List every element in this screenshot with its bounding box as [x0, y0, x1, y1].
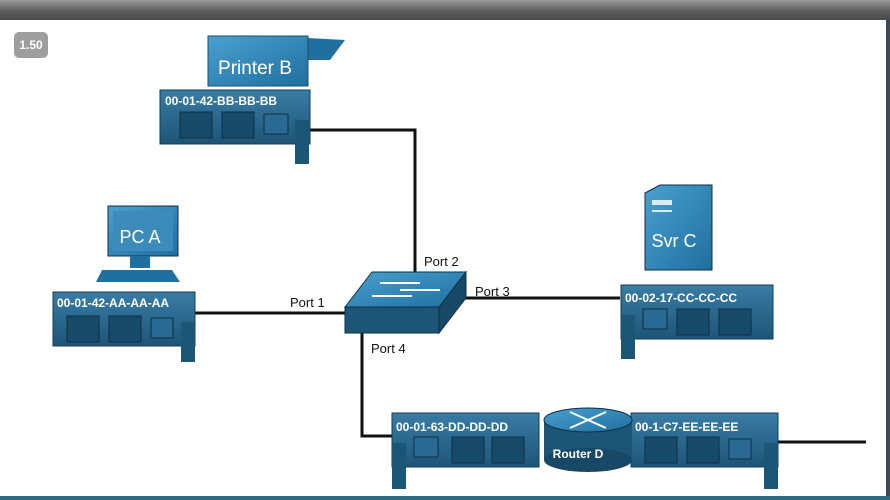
- router-mac-right: 00-1-C7-EE-EE-EE: [635, 420, 738, 434]
- printer-nic: 00-01-42-BB-BB-BB: [159, 89, 311, 164]
- printer-name: Printer B: [218, 58, 292, 79]
- cables: [195, 128, 866, 444]
- printer-b[interactable]: Printer B 00-01-42-BB-BB-BB: [159, 35, 345, 164]
- port-1-label: Port 1: [290, 295, 325, 310]
- pc-a[interactable]: PC A 00-01-42-AA-AA-AA: [52, 205, 196, 362]
- server-c[interactable]: Svr C 00-02-17-CC-CC-CC: [620, 184, 774, 359]
- router-icon: Router D: [543, 407, 633, 472]
- switch-arrows-icon: [372, 282, 440, 297]
- router-name: Router D: [553, 447, 604, 461]
- router-d[interactable]: 00-01-63-DD-DD-DD 00-1-C7-EE-EE-EE Route…: [391, 407, 779, 489]
- server-name: Svr C: [652, 231, 697, 251]
- server-icon: [644, 184, 713, 271]
- window-top-bar: [0, 0, 890, 20]
- router-nic-right: 00-1-C7-EE-EE-EE: [630, 412, 779, 489]
- port-3-label: Port 3: [475, 284, 510, 299]
- server-mac: 00-02-17-CC-CC-CC: [625, 291, 737, 305]
- port-2-label: Port 2: [424, 254, 459, 269]
- port-4-label: Port 4: [371, 341, 406, 356]
- pc-keyboard-icon: [96, 270, 180, 282]
- window-right-edge: [886, 20, 890, 500]
- switch[interactable]: [343, 270, 468, 335]
- pc-nic: 00-01-42-AA-AA-AA: [52, 291, 196, 362]
- router-mac-left: 00-01-63-DD-DD-DD: [396, 420, 508, 434]
- cable-printer: [310, 128, 417, 272]
- server-nic: 00-02-17-CC-CC-CC: [620, 284, 774, 359]
- pc-mac: 00-01-42-AA-AA-AA: [57, 296, 169, 310]
- window-bottom-edge: [0, 496, 890, 500]
- printer-icon: [308, 38, 345, 60]
- printer-mac: 00-01-42-BB-BB-BB: [165, 94, 277, 108]
- router-nic-left: 00-01-63-DD-DD-DD: [391, 412, 540, 489]
- pc-name: PC A: [119, 227, 160, 247]
- cable-router: [360, 333, 392, 438]
- speed-badge[interactable]: 1.50: [14, 32, 48, 58]
